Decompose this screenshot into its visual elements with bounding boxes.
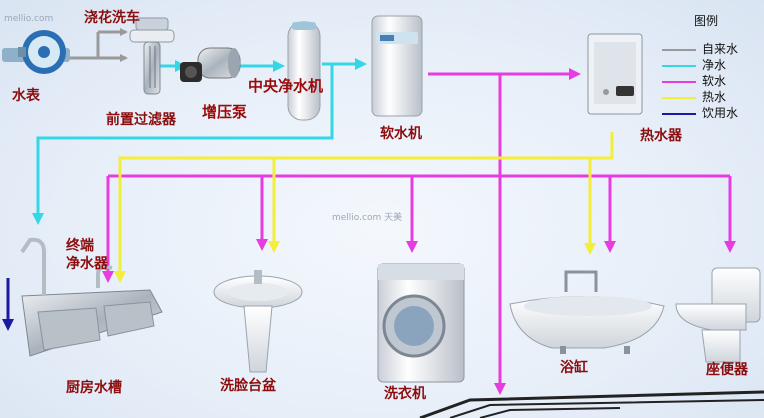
label-booster-pump: 增压泵 bbox=[202, 103, 248, 121]
washbasin-device bbox=[213, 270, 303, 373]
toilet-device bbox=[675, 267, 761, 363]
label-washbasin: 洗脸台盆 bbox=[220, 378, 276, 394]
legend-label-soft-water: 软水 bbox=[702, 74, 727, 88]
legend-swatch-drinking-water bbox=[662, 112, 696, 115]
purified-water-pipes bbox=[32, 58, 367, 225]
legend-label-hot-water: 热水 bbox=[702, 90, 727, 104]
bathtub-device bbox=[509, 270, 665, 354]
label-prefilter: 前置过滤器 bbox=[106, 112, 176, 128]
soft-water-pipes bbox=[102, 68, 736, 395]
label-washing-machine: 洗衣机 bbox=[384, 386, 426, 402]
legend-title: 图例 bbox=[694, 14, 719, 28]
label-softener: 软水机 bbox=[380, 126, 422, 142]
label-central-purifier: 中央净水机 bbox=[248, 77, 324, 95]
watermark-top-left: mellio.com bbox=[4, 14, 54, 24]
washing-machine-device bbox=[377, 263, 465, 383]
label-terminal-purifier-2: 净水器 bbox=[66, 256, 108, 272]
legend-label-drinking-water: 饮用水 bbox=[702, 106, 739, 120]
watermark-center: mellio.com 天美 bbox=[332, 213, 403, 223]
central-purifier-device bbox=[287, 21, 321, 121]
kitchen-sink-device bbox=[20, 237, 163, 357]
prefilter-device bbox=[129, 17, 175, 95]
water-meter-device bbox=[2, 30, 70, 74]
floor-drain-lines bbox=[419, 390, 764, 418]
label-bathtub: 浴缸 bbox=[560, 360, 588, 376]
hot-water-pipes bbox=[114, 132, 614, 283]
tap-water-pipes bbox=[70, 28, 128, 62]
legend-item-tap-water: 自来水 bbox=[662, 42, 738, 56]
legend-swatch-purified-water bbox=[662, 64, 696, 67]
label-flower-car: 浇花洗车 bbox=[84, 10, 140, 26]
legend-label-tap-water: 自来水 bbox=[702, 42, 739, 56]
legend-item-hot-water: 热水 bbox=[662, 90, 726, 104]
label-kitchen-sink: 厨房水槽 bbox=[66, 380, 122, 396]
legend-swatch-tap-water bbox=[662, 48, 696, 51]
legend-item-soft-water: 软水 bbox=[662, 74, 726, 88]
label-water-heater: 热水器 bbox=[640, 128, 682, 144]
label-toilet: 座便器 bbox=[706, 362, 748, 378]
legend-swatch-hot-water bbox=[662, 96, 696, 99]
legend-label-purified-water: 净水 bbox=[702, 58, 727, 72]
softener-device bbox=[371, 15, 423, 117]
booster-pump-device bbox=[180, 47, 241, 82]
label-water-meter: 水表 bbox=[12, 88, 40, 104]
legend-item-drinking-water: 饮用水 bbox=[662, 106, 738, 120]
water-heater-device bbox=[587, 33, 643, 115]
label-terminal-purifier-1: 终端 bbox=[66, 238, 94, 254]
legend-swatch-soft-water bbox=[662, 80, 696, 83]
legend-item-purified-water: 净水 bbox=[662, 58, 726, 72]
